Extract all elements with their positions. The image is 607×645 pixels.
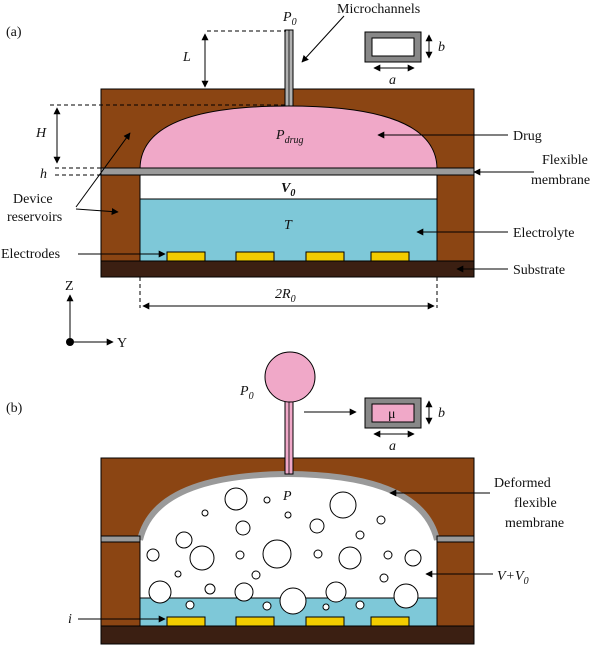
- microchannels-label: Microchannels: [337, 2, 420, 17]
- volume-label: V+V0: [497, 569, 529, 587]
- bubble: [338, 546, 362, 570]
- pressure-p0-label: P0: [282, 10, 297, 28]
- panel-b: (b): [6, 351, 564, 645]
- height-label: H: [35, 126, 47, 141]
- volume-v0-label: V0: [281, 181, 295, 199]
- membrane-label-line1: Flexible: [542, 153, 588, 168]
- bubble: [279, 587, 307, 615]
- bubble: [263, 496, 271, 504]
- electrolyte-chamber: [139, 198, 438, 262]
- z-axis-label: Z: [65, 279, 74, 294]
- electrode: [166, 251, 206, 262]
- bubble: [322, 603, 330, 611]
- thickness-label: h: [40, 167, 47, 182]
- bubble: [376, 515, 386, 525]
- substrate: [100, 625, 475, 645]
- bubble: [234, 582, 254, 602]
- current-label: i: [68, 612, 72, 627]
- bubble: [313, 549, 323, 559]
- drug-pressure-label: Pdrug: [275, 128, 303, 146]
- bubble: [148, 580, 172, 604]
- deformed-label-line1: Deformed: [494, 476, 551, 491]
- bubble: [404, 549, 422, 567]
- bubble: [175, 531, 193, 549]
- device-arrow-lower: [75, 208, 119, 216]
- electrodes-label: Electrodes: [1, 247, 60, 262]
- bubble: [251, 570, 261, 580]
- bubble: [355, 530, 365, 540]
- viscosity-label: μ: [388, 407, 396, 422]
- membrane-edge-right: [436, 535, 475, 543]
- device-arrow-upper: [75, 132, 131, 208]
- microchannels-arrow: [301, 15, 345, 63]
- substrate-label: Substrate: [513, 263, 565, 278]
- device-label-line1: Device: [13, 192, 53, 207]
- channel-height-label: b: [438, 406, 445, 421]
- deformed-label-line2: flexible: [514, 496, 557, 511]
- bubble: [262, 539, 292, 569]
- bubble: [189, 545, 215, 571]
- panel-b-label: (b): [6, 401, 23, 416]
- channel-width-label: a: [389, 439, 396, 454]
- electrode: [166, 616, 206, 627]
- axis-origin: [66, 338, 74, 346]
- bubble: [224, 487, 248, 511]
- pressure-p0-label: P0: [239, 384, 254, 402]
- bubble: [174, 570, 182, 578]
- device-label-line2: reservoirs: [7, 210, 62, 225]
- electrode: [370, 616, 410, 627]
- y-axis-label: Y: [117, 336, 127, 351]
- radius-label: 2R0: [275, 287, 296, 305]
- flexible-membrane: [100, 167, 475, 176]
- gas-bubbles: [146, 487, 422, 615]
- membrane-edge-left: [100, 535, 141, 543]
- bubble: [185, 600, 195, 610]
- bubble-pressure-label: P: [282, 489, 292, 504]
- bubble: [309, 518, 325, 534]
- electrode: [235, 251, 275, 262]
- electrolyte-label: Electrolyte: [513, 226, 574, 241]
- electrode: [305, 251, 345, 262]
- bubble: [355, 600, 365, 610]
- drug-droplet: [264, 351, 316, 403]
- temperature-label: T: [284, 218, 293, 233]
- drug-label: Drug: [513, 129, 542, 144]
- electrode: [305, 616, 345, 627]
- bubble: [379, 573, 389, 583]
- substrate: [100, 260, 475, 278]
- panel-a-label: (a): [6, 25, 22, 40]
- electrode: [235, 616, 275, 627]
- length-label: L: [182, 50, 191, 65]
- bubble: [329, 491, 357, 519]
- axes-indicator: Z Y: [65, 279, 127, 351]
- channel-width-label: a: [389, 73, 396, 88]
- bubble: [235, 550, 245, 560]
- panel-a: (a) P0 Microchannels L a: [1, 2, 590, 351]
- bubble: [284, 511, 292, 519]
- bubble: [393, 583, 419, 609]
- bubble: [383, 550, 393, 560]
- membrane-label-line2: membrane: [531, 173, 590, 188]
- channel-height-label: b: [438, 40, 445, 55]
- deformed-label-line3: membrane: [505, 516, 564, 531]
- bubble: [325, 581, 347, 603]
- bubble: [235, 520, 251, 536]
- electrode: [370, 251, 410, 262]
- bubble: [262, 601, 272, 611]
- bubble: [201, 509, 209, 517]
- bubble: [204, 583, 216, 595]
- bubble: [146, 548, 160, 562]
